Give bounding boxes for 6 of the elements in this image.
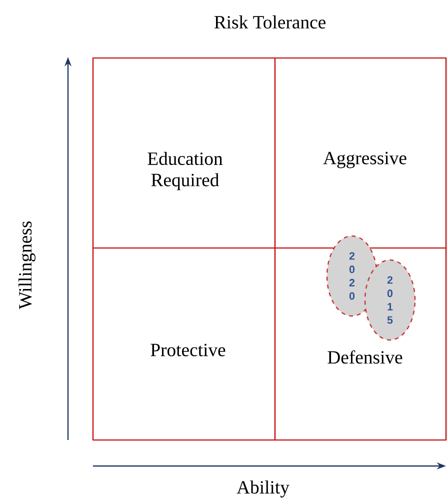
quadrant-cell: Education Required xyxy=(92,57,276,249)
quadrant-cell: Protective xyxy=(92,247,276,441)
quadrant-cell: Aggressive xyxy=(274,57,447,249)
axis-label: Ability xyxy=(236,480,290,498)
axis-label: Willingness xyxy=(18,221,36,310)
chart-title: Risk Tolerance xyxy=(214,15,326,29)
